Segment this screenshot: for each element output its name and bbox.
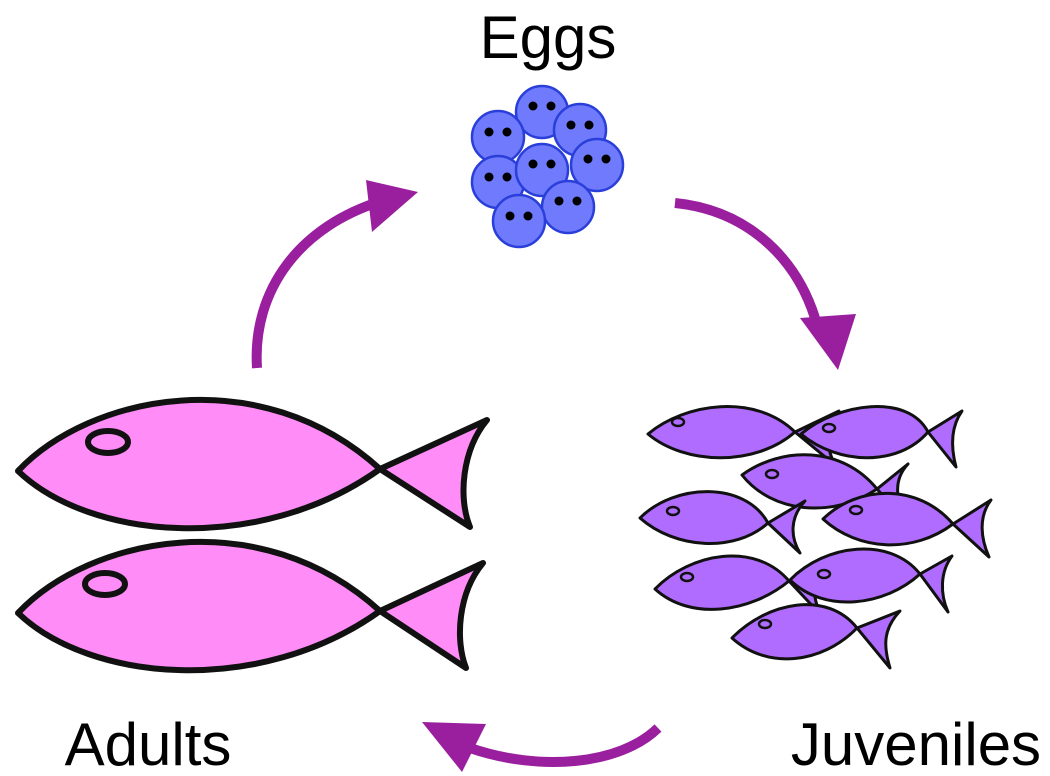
arrow-juveniles-to-adults — [422, 722, 658, 772]
adults-group — [18, 400, 487, 670]
juvenile-fish-icon — [823, 493, 991, 557]
egg-icon — [493, 195, 545, 247]
arrow-adults-to-eggs — [257, 180, 418, 368]
juveniles-group — [640, 407, 991, 668]
egg-icon — [542, 181, 594, 233]
arrow-eggs-to-juveniles — [675, 203, 856, 370]
juveniles-label: Juveniles — [791, 711, 1041, 776]
juvenile-fish-icon — [732, 605, 900, 668]
eggs-cluster — [472, 86, 623, 247]
adults-label: Adults — [65, 711, 232, 776]
adult-fish-icon — [18, 400, 487, 528]
eggs-label: Eggs — [480, 4, 617, 71]
adult-fish-icon — [18, 542, 483, 670]
